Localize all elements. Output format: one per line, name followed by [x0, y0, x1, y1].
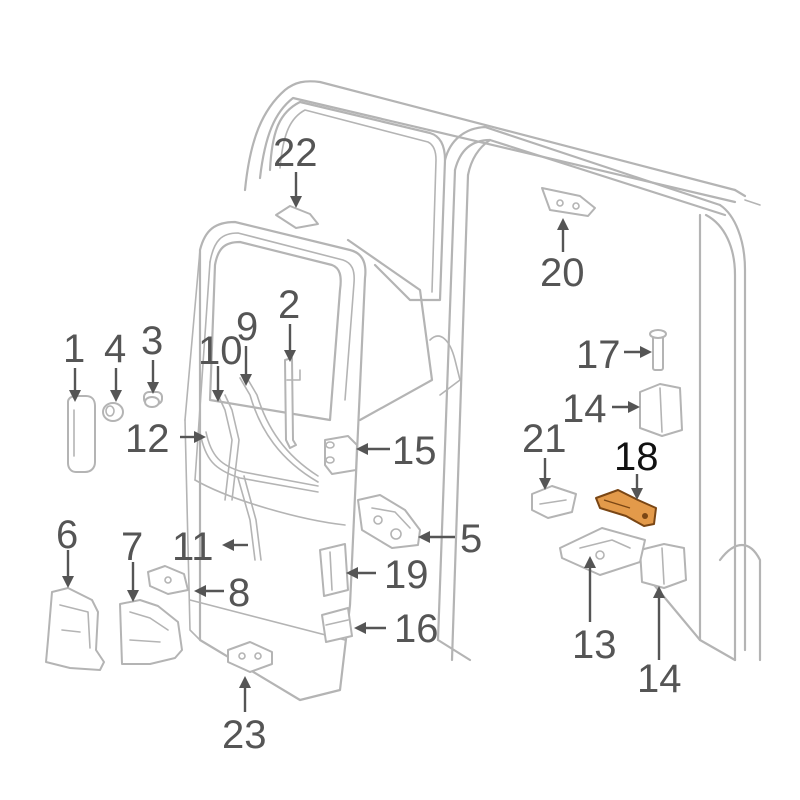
callout-4: 4 — [104, 327, 126, 371]
part-23-striker-plate[interactable] — [227, 641, 273, 673]
part-8-clip[interactable] — [147, 565, 189, 595]
part-18-highlighted-bracket[interactable] — [595, 489, 657, 527]
part-6-lock-actuator[interactable] — [45, 587, 105, 671]
part-7-lock-bracket[interactable] — [119, 599, 183, 665]
callout-8: 8 — [228, 571, 250, 615]
callout-22: 22 — [273, 131, 318, 175]
part-20-roller-bracket[interactable] — [541, 187, 596, 217]
callout-18-highlighted: 18 — [614, 435, 659, 479]
callout-11: 11 — [172, 525, 214, 569]
callout-14-lower: 14 — [637, 657, 682, 701]
callout-20: 20 — [540, 251, 585, 295]
callout-17: 17 — [576, 333, 621, 377]
callout-21: 21 — [522, 417, 567, 461]
callout-10: 10 — [198, 329, 243, 373]
part-1-outside-handle[interactable] — [67, 395, 96, 473]
part-5-latch[interactable] — [357, 494, 421, 549]
part-14-upper-hinge[interactable] — [639, 383, 683, 437]
callout-1: 1 — [63, 327, 85, 371]
part-17-bolt[interactable] — [649, 329, 667, 371]
callout-labels: 1 4 3 2 10 9 12 11 15 5 19 16 8 6 7 23 2… — [56, 131, 682, 757]
door-rods — [199, 357, 319, 561]
callout-6: 6 — [56, 513, 78, 557]
callout-13: 13 — [572, 623, 617, 667]
part-3-lock-cylinder[interactable] — [143, 391, 163, 408]
callout-7: 7 — [121, 525, 143, 569]
front-door — [184, 220, 367, 702]
callout-5: 5 — [460, 517, 482, 561]
callout-9: 9 — [236, 305, 258, 349]
part-19-bracket[interactable] — [319, 543, 349, 597]
callout-2: 2 — [278, 283, 300, 327]
leader-arrows — [62, 172, 665, 712]
callout-12: 12 — [125, 417, 170, 461]
callout-16: 16 — [394, 607, 439, 651]
callout-3: 3 — [141, 319, 163, 363]
part-14-lower-hinge[interactable] — [639, 543, 687, 589]
van-body — [243, 80, 762, 662]
callout-19: 19 — [384, 553, 429, 597]
part-22-bracket[interactable] — [275, 205, 319, 229]
part-16-bracket[interactable] — [321, 607, 353, 643]
callout-23: 23 — [222, 713, 267, 757]
part-15-hinge[interactable] — [324, 435, 358, 475]
part-21-guide[interactable] — [531, 485, 577, 519]
callout-15: 15 — [392, 429, 437, 473]
part-4-cap[interactable] — [102, 402, 124, 422]
part-13-lower-track[interactable] — [559, 527, 646, 576]
callout-14-upper: 14 — [562, 387, 607, 431]
